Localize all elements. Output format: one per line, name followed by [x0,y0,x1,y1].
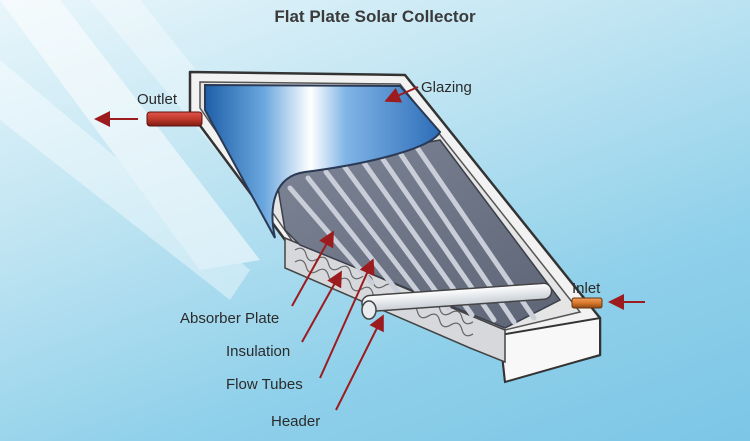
glazing-label: Glazing [421,80,472,95]
header-pointer [336,318,382,410]
header-label: Header [271,414,320,429]
insulation-label: Insulation [226,344,290,359]
absorber-plate-label: Absorber Plate [180,311,279,326]
inlet-pipe [572,298,602,308]
flow-tubes-label: Flow Tubes [226,377,303,392]
inlet-label: Inlet [572,281,600,296]
diagram-title: Flat Plate Solar Collector [0,7,750,27]
outlet-pipe [147,112,202,126]
outlet-label: Outlet [137,92,177,107]
